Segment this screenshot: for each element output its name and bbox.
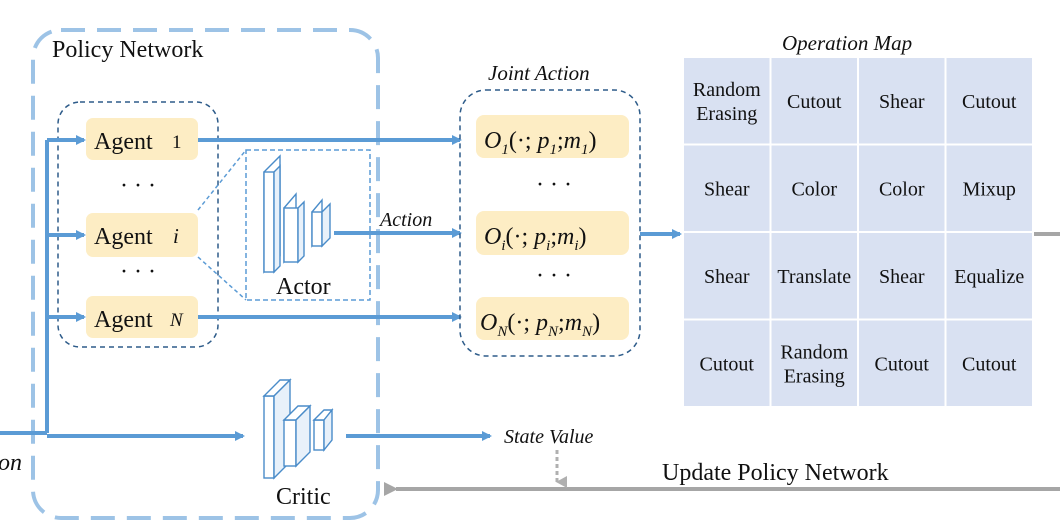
agent-1-word: Agent (94, 129, 153, 155)
operation-label-r3c1-line1: Erasing (784, 365, 845, 387)
joint-action-box (459, 89, 641, 357)
agent-1-index: 1 (172, 132, 182, 153)
critic-label: Critic (276, 484, 331, 510)
svg-text:Agent: Agent (94, 224, 153, 250)
operation-label-r2c3: Equalize (954, 266, 1024, 288)
actor-box (245, 149, 371, 301)
left-partial-label: on (0, 450, 22, 476)
joint-action-item-n: ON(·; pN;mN) (476, 297, 629, 340)
operation-label-r0c2: Shear (879, 91, 925, 113)
operation-cell-r1c3 (946, 145, 1032, 231)
svg-text:O1(·; p1;m1): O1(·; p1;m1) (484, 128, 597, 158)
operation-map-title: Operation Map (782, 31, 912, 55)
operation-label-r2c1: Translate (777, 266, 851, 288)
operation-label-r3c3: Cutout (962, 353, 1017, 375)
svg-text:Agent: Agent (94, 129, 153, 155)
operation-label-r0c0-line0: Random (693, 79, 761, 101)
agents-ellipsis-top: · · · (120, 173, 156, 199)
svg-text:ON(·; pN;mN): ON(·; pN;mN) (480, 310, 600, 340)
operation-label-r0c0-line1: Erasing (696, 103, 757, 125)
svg-text:Agent: Agent (94, 307, 153, 333)
operation-label-r1c3: Mixup (963, 178, 1016, 200)
operation-cell-r3c3 (946, 320, 1032, 406)
critic-network-icon (262, 378, 334, 480)
joint-ellipsis-bottom: · · · (536, 263, 572, 289)
operation-label-r1c0: Shear (704, 178, 750, 200)
joint-action-title: Joint Action (488, 61, 590, 85)
agent-n-word: Agent (94, 307, 153, 333)
state-value-label: State Value (504, 426, 594, 448)
operation-cell-r3c1 (771, 320, 857, 406)
agent-i: Agent i (86, 213, 198, 257)
operation-cell-r2c0 (684, 233, 770, 319)
joint-ellipsis-top: · · · (536, 172, 572, 198)
agents-ellipsis-bottom: · · · (120, 259, 156, 285)
policy-network-box (31, 28, 380, 520)
operation-label-r3c1-line0: Random (780, 341, 848, 363)
zoom-line-top (197, 149, 247, 211)
agent-1: Agent 1 (86, 118, 198, 160)
actor-network-icon (263, 154, 331, 274)
operation-cell-r3c0 (684, 320, 770, 406)
operation-label-r0c1: Cutout (787, 91, 842, 113)
policy-network-title: Policy Network (52, 37, 203, 63)
operation-cell-r1c0 (684, 145, 770, 231)
agent-n-index: N (169, 310, 184, 331)
operation-label-r3c0: Cutout (700, 353, 755, 375)
operation-label-r3c2: Cutout (875, 353, 930, 375)
operation-label-r2c0: Shear (704, 266, 750, 288)
operation-cell-r0c1 (771, 58, 857, 144)
operation-cell-r1c2 (859, 145, 945, 231)
agent-n: Agent N (86, 296, 198, 338)
agent-i-word: Agent (94, 224, 153, 250)
joint-action-item-1: O1(·; p1;m1) (476, 115, 629, 158)
operation-cell-r0c2 (859, 58, 945, 144)
operation-label-r2c2: Shear (879, 266, 925, 288)
agents-group-box (57, 101, 219, 348)
operation-label-r0c3: Cutout (962, 91, 1017, 113)
action-label: Action (378, 209, 432, 231)
operation-cell-r3c2 (859, 320, 945, 406)
operation-label-r1c1: Color (791, 178, 837, 200)
operation-cell-r2c2 (859, 233, 945, 319)
actor-label: Actor (276, 274, 331, 300)
joint-action-item-i: Oi(·; pi;mi) (476, 211, 629, 255)
operation-cell-r0c0 (684, 58, 770, 144)
svg-text:Oi(·; pi;mi): Oi(·; pi;mi) (484, 224, 587, 254)
update-policy-label: Update Policy Network (662, 460, 889, 486)
agent-i-index: i (173, 224, 179, 248)
operation-label-r1c2: Color (879, 178, 925, 200)
operation-cell-r0c3 (946, 58, 1032, 144)
operation-cell-r2c3 (946, 233, 1032, 319)
operation-cell-r1c1 (771, 145, 857, 231)
operation-cell-r2c1 (771, 233, 857, 319)
zoom-line-bottom (197, 256, 247, 301)
